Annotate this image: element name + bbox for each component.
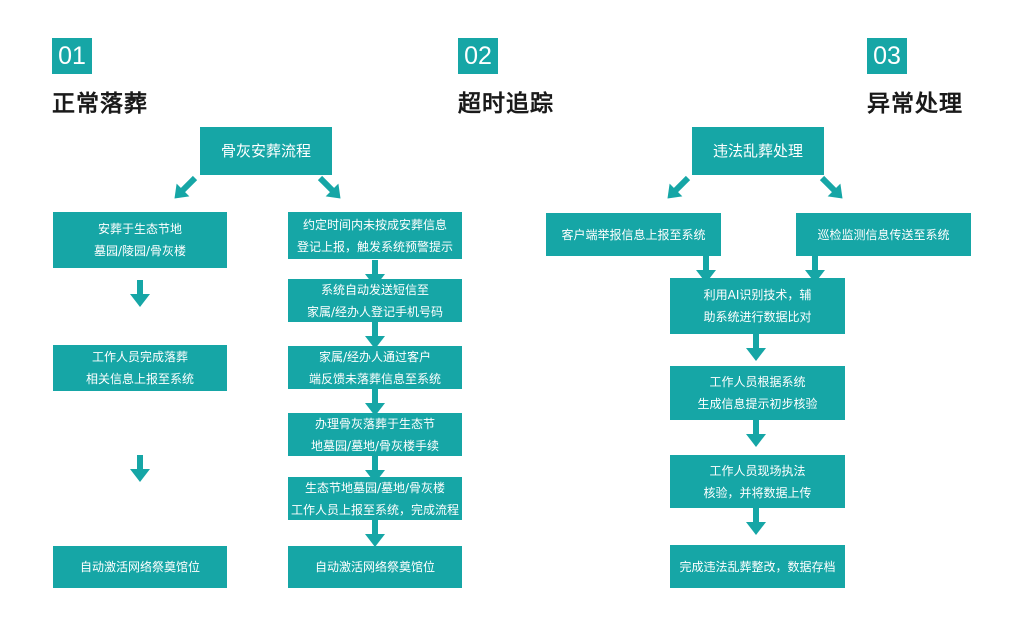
flow-a-right-step-4: 办理骨灰落葬于生态节 地墓园/墓地/骨灰楼手续 (288, 413, 462, 456)
arrow-b-2 (746, 420, 766, 447)
step-line: 安葬于生态节地 (97, 222, 182, 236)
section-title-01: 正常落葬 (52, 91, 148, 117)
step-line: 生成信息提示初步核验 (697, 397, 818, 411)
flow-b-header: 违法乱葬处理 (692, 127, 824, 175)
step-line: 登记上报，触发系统预警提示 (296, 239, 453, 254)
step-line: 助系统进行数据比对 (703, 310, 812, 324)
flow-a-right-step-2: 系统自动发送短信至 家属/经办人登记手机号码 (288, 279, 462, 322)
step-line: 生态节地墓园/墓地/骨灰楼 (304, 480, 446, 495)
step-line: 端反馈未落葬信息至系统 (308, 371, 441, 386)
section-number-02: 02 (458, 38, 498, 74)
step-line: 地墓园/墓地/骨灰楼手续 (310, 438, 440, 453)
flow-b-step-3: 工作人员现场执法 核验，并将数据上传 (670, 455, 845, 508)
section-number-03: 03 (867, 38, 907, 74)
step-line: 工作人员完成落葬 (91, 350, 188, 364)
flow-b-step-1: 利用AI识别技术，辅 助系统进行数据比对 (670, 278, 845, 334)
step-line: 自动激活网络祭奠馆位 (79, 560, 200, 574)
step-line: 家属/经办人通过客户 (318, 349, 432, 364)
step-line: 办理骨灰落葬于生态节 (314, 416, 435, 431)
step-line: 利用AI识别技术，辅 (703, 288, 812, 302)
flow-b-step-4: 完成违法乱葬整改，数据存档 (670, 545, 845, 588)
flow-a-header-label: 骨灰安葬流程 (220, 142, 311, 160)
flow-b-header-label: 违法乱葬处理 (712, 142, 803, 160)
step-line: 墓园/陵园/骨灰楼 (93, 244, 187, 258)
flow-a-header: 骨灰安葬流程 (200, 127, 332, 175)
step-line: 相关信息上报至系统 (85, 372, 194, 386)
step-line: 工作人员根据系统 (709, 375, 806, 389)
step-line: 核验，并将数据上传 (703, 485, 812, 500)
flow-b-source-inspection: 巡检监测信息传送至系统 (796, 213, 971, 256)
section-title-02: 超时追踪 (458, 91, 554, 117)
step-line: 完成违法乱葬整改，数据存档 (679, 559, 836, 574)
arrow-diag-a-left (168, 171, 202, 205)
flow-b-step-2: 工作人员根据系统 生成信息提示初步核验 (670, 366, 845, 420)
section-title-03: 异常处理 (867, 91, 963, 117)
flow-a-right-step-5: 生态节地墓园/墓地/骨灰楼 工作人员上报至系统，完成流程 (288, 477, 462, 520)
flow-a-left-step-1: 安葬于生态节地 墓园/陵园/骨灰楼 (53, 212, 227, 268)
flow-a-right-step-6: 自动激活网络祭奠馆位 (288, 546, 462, 588)
arrow-diag-a-right (313, 171, 347, 205)
section-number-01: 01 (52, 38, 92, 74)
arrow-b-3 (746, 508, 766, 535)
flow-b-source-client: 客户端举报信息上报至系统 (546, 213, 721, 256)
step-line: 系统自动发送短信至 (320, 282, 429, 297)
flow-a-left-step-3: 自动激活网络祭奠馆位 (53, 546, 227, 588)
step-line: 家属/经办人登记手机号码 (306, 304, 444, 319)
step-line: 工作人员现场执法 (709, 463, 806, 478)
step-line: 工作人员上报至系统，完成流程 (290, 502, 459, 517)
arrow-a-right-5 (365, 520, 385, 547)
arrow-diag-b-right (815, 171, 849, 205)
step-line: 自动激活网络祭奠馆位 (314, 560, 435, 574)
arrow-diag-b-left (661, 171, 695, 205)
step-line: 客户端举报信息上报至系统 (561, 227, 706, 242)
arrow-a-left-2 (130, 455, 150, 482)
flow-a-left-step-2: 工作人员完成落葬 相关信息上报至系统 (53, 345, 227, 391)
flow-a-right-step-1: 约定时间内未按成安葬信息 登记上报，触发系统预警提示 (288, 212, 462, 259)
flow-a-right-step-3: 家属/经办人通过客户 端反馈未落葬信息至系统 (288, 346, 462, 389)
arrow-b-1 (746, 334, 766, 361)
step-line: 巡检监测信息传送至系统 (817, 227, 950, 242)
step-line: 约定时间内未按成安葬信息 (302, 217, 447, 232)
arrow-a-left-1 (130, 280, 150, 307)
